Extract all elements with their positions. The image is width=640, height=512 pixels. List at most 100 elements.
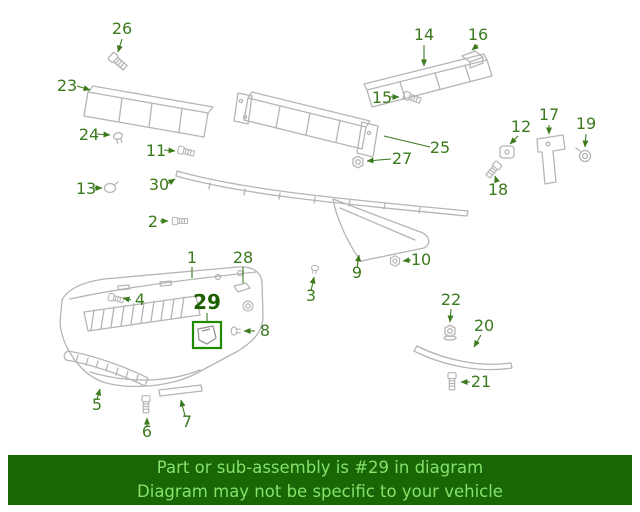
- part-12-group: 12: [499, 117, 531, 159]
- callout-10: 10: [411, 250, 431, 269]
- bolt-part-2: [171, 216, 189, 226]
- callout-25: 25: [430, 138, 450, 157]
- leader-27: [366, 157, 392, 164]
- part-20-group: 20: [413, 316, 513, 371]
- callout-9: 9: [352, 263, 362, 282]
- leader-9: [355, 254, 361, 269]
- callout-14: 14: [414, 25, 434, 44]
- callout-13: 13: [76, 179, 96, 198]
- info-banner: Part or sub-assembly is #29 in diagram D…: [8, 455, 632, 505]
- retainer-part-24: [112, 131, 125, 145]
- part-9-group: 9: [332, 198, 430, 282]
- molding-strip-part-30: [175, 170, 469, 217]
- part-3-group: 3: [306, 264, 320, 305]
- part-17-group: 17: [536, 105, 566, 185]
- callout-20: 20: [474, 316, 494, 335]
- bumper-cover-part-1: [59, 266, 264, 387]
- molding-part-20: [413, 345, 513, 371]
- sensor-bracket-part-28: [233, 282, 251, 293]
- part-28-group: 28: [233, 248, 254, 312]
- sensor-part-28: [242, 300, 254, 312]
- bolt-part-21: [447, 372, 457, 391]
- callout-24: 24: [79, 125, 99, 144]
- part-18-group: 18: [484, 159, 508, 199]
- part-14-group: 14: [363, 25, 493, 108]
- plate-part-7: [158, 384, 203, 397]
- part-21-group: 21: [447, 372, 491, 391]
- part-22-group: 22: [441, 290, 461, 341]
- leader-30: [166, 178, 176, 185]
- callout-18: 18: [488, 180, 508, 199]
- callout-2: 2: [148, 212, 158, 231]
- leader-20: [473, 334, 482, 348]
- clip-part-8: [230, 326, 241, 336]
- sensor-part-12: [499, 145, 515, 159]
- callout-29-highlighted: 29: [193, 290, 221, 314]
- retainer-part-3: [309, 264, 320, 275]
- leader-24: [96, 131, 111, 138]
- bracket-part-17: [536, 134, 566, 185]
- callout-1: 1: [187, 248, 197, 267]
- nut-part-27: [352, 155, 364, 169]
- callout-27: 27: [392, 149, 412, 168]
- callout-7: 7: [182, 412, 192, 431]
- leader-23: [76, 85, 91, 91]
- part-8-group: 8: [230, 321, 270, 340]
- leader-18: [494, 175, 500, 184]
- part-11-group: 11: [146, 141, 196, 160]
- callout-5: 5: [92, 395, 102, 414]
- banner-line-1: Part or sub-assembly is #29 in diagram: [156, 458, 484, 478]
- part-27-group: 27: [352, 149, 412, 169]
- part-30-group: 30: [149, 170, 469, 217]
- callout-30: 30: [149, 175, 169, 194]
- part-6-group: 6: [141, 395, 152, 441]
- banner-line-2: Diagram may not be specific to your vehi…: [137, 482, 503, 501]
- part-16-group: 16: [461, 25, 488, 69]
- part-23-group: 23: [57, 76, 214, 138]
- callout-15: 15: [372, 88, 392, 107]
- callout-8: 8: [260, 321, 270, 340]
- bracket-part-29: [197, 325, 217, 345]
- bracket-part-16: [461, 50, 484, 69]
- nut-part-22: [444, 324, 456, 338]
- leader-11: [163, 147, 176, 154]
- leader-19: [582, 133, 589, 148]
- step-pad-part-5: [63, 350, 149, 387]
- bolt-part-18: [484, 159, 503, 180]
- callout-12: 12: [511, 117, 531, 136]
- callout-22: 22: [441, 290, 461, 309]
- leader-4: [122, 296, 132, 303]
- callout-28: 28: [233, 248, 253, 267]
- callout-26: 26: [112, 19, 132, 38]
- bolt-part-4: [107, 292, 125, 305]
- part-25-group: 25: [233, 91, 450, 158]
- part-5-group: 5: [63, 350, 149, 414]
- part-7-group: 7: [158, 384, 203, 431]
- impact-bar-part-14: [366, 59, 493, 108]
- leader-12: [509, 135, 519, 145]
- leader-7: [179, 399, 186, 417]
- impact-bar-part-23: [83, 91, 209, 138]
- part-13-group: 13: [76, 179, 119, 198]
- part-4-group: 4: [107, 290, 145, 309]
- callout-4: 4: [135, 290, 145, 309]
- leader-26: [117, 38, 123, 53]
- bolt-part-6: [141, 395, 151, 414]
- leader-3: [309, 276, 316, 292]
- part-15-group: 15: [372, 88, 423, 107]
- leader-16: [471, 43, 479, 51]
- callout-23: 23: [57, 76, 77, 95]
- leader-5: [95, 388, 102, 400]
- callout-16: 16: [468, 25, 488, 44]
- callout-11: 11: [146, 141, 166, 160]
- highlight-box-29: [191, 320, 223, 350]
- filler-panel-part-9: [332, 198, 430, 262]
- part-24-group: 24: [79, 125, 125, 145]
- part-1-group: 1: [59, 248, 264, 387]
- screw-part-11: [176, 145, 196, 158]
- impact-bar-assembly-part-25: [243, 97, 367, 150]
- callout-6: 6: [142, 422, 152, 441]
- part-19-group: 19: [575, 114, 596, 163]
